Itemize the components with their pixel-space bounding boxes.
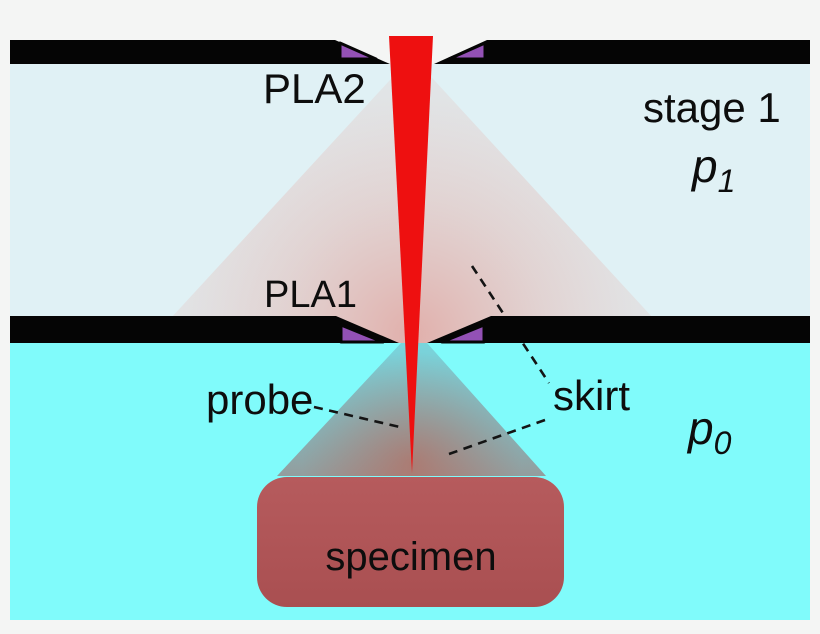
skirt-lower-callout-line [448,418,546,456]
stage1-label: stage 1 [643,84,781,131]
pla1-cone-left [339,323,385,344]
pla1-cone-right [440,323,486,344]
pla2-label: PLA2 [263,65,366,112]
pla1-label: PLA1 [264,274,357,316]
pla2-cone-left [338,41,378,61]
pressure-p1-label: p1 [690,140,735,199]
pla1-plate-left [10,316,399,343]
p0-symbol: p [686,402,714,454]
electron-beam [389,36,433,473]
probe-label: probe [206,376,313,423]
specimen-label: specimen [325,535,496,579]
pressure-p0-label: p0 [686,402,732,461]
p0-subscript: 0 [714,425,732,461]
pla2-cone-right [447,41,487,61]
p1-subscript: 1 [718,163,736,199]
pla1-plate-right [427,316,810,343]
pla2-plate-left [10,40,390,64]
p1-symbol: p [690,140,718,192]
pla2-plate-right [434,40,810,64]
specimen-box [257,477,564,607]
skirt-label: skirt [553,372,630,419]
